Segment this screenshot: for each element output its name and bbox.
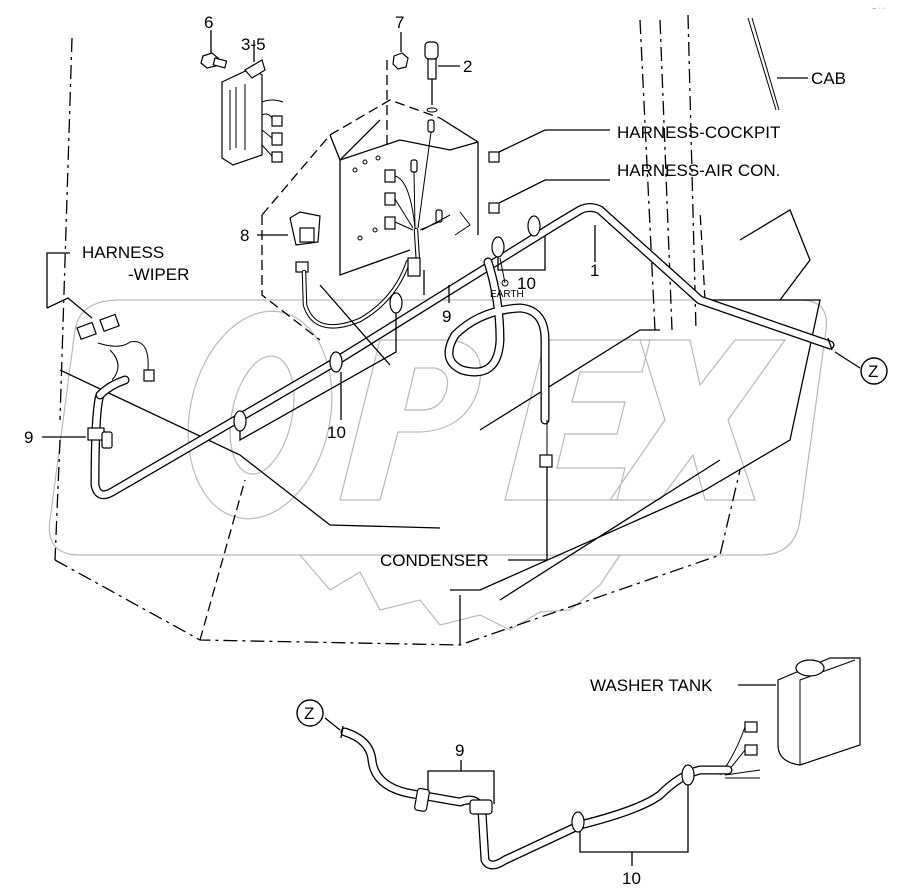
- wiper-harness: HARNESS -WIPER 9: [24, 243, 189, 449]
- callout-10-middle: 10: [327, 423, 346, 442]
- callout-2: 2: [463, 57, 472, 76]
- nut-part: 7: [392, 13, 409, 70]
- condenser-hose: CONDENSER: [319, 257, 553, 570]
- callout-10-upper: 10: [517, 274, 536, 293]
- clamp-center: 9: [407, 257, 451, 326]
- z-ref-upper: Z: [868, 362, 878, 381]
- relay-part: 8: [240, 211, 411, 329]
- relay-board: [261, 60, 479, 341]
- label-condenser: CONDENSER: [380, 551, 489, 570]
- callout-6: 6: [204, 13, 213, 32]
- z-ref-lower: Z: [304, 704, 314, 723]
- clip-group-upper: EARTH 10: [490, 215, 546, 300]
- cockpit-wires: [384, 119, 610, 265]
- bolt-part: 6: [200, 13, 228, 69]
- corner-mark: ⌢ ···: [872, 5, 886, 12]
- callout-8: 8: [240, 226, 249, 245]
- label-harness-air-con: HARNESS-AIR CON.: [617, 161, 780, 180]
- label-harness-wiper-1: HARNESS: [82, 243, 164, 262]
- main-harness-pipe: Z 1: [90, 203, 888, 500]
- label-harness-wiper-2: -WIPER: [128, 265, 189, 284]
- label-washer-tank: WASHER TANK: [590, 676, 713, 695]
- callout-9-center: 9: [442, 307, 451, 326]
- lighter-part: 2: [424, 41, 472, 113]
- callout-9-lower: 9: [455, 741, 464, 760]
- washer-tank: WASHER TANK: [590, 657, 861, 779]
- label-harness-cockpit: HARNESS-COCKPIT: [617, 123, 780, 142]
- callout-3-5: 3-5: [241, 35, 266, 54]
- watermark-logo: [48, 299, 828, 631]
- callout-7: 7: [395, 13, 404, 32]
- label-cab: CAB: [811, 69, 846, 88]
- clip-group-middle: 10: [233, 292, 403, 442]
- callout-10-lower: 10: [622, 869, 641, 887]
- callout-1: 1: [590, 261, 599, 280]
- washer-hose-lower: Z 9 10: [296, 699, 733, 888]
- relay-holder-part: 3-5: [221, 35, 284, 166]
- cab-outline: [54, 14, 821, 646]
- callout-9-left: 9: [24, 428, 33, 447]
- label-earth: EARTH: [490, 289, 524, 300]
